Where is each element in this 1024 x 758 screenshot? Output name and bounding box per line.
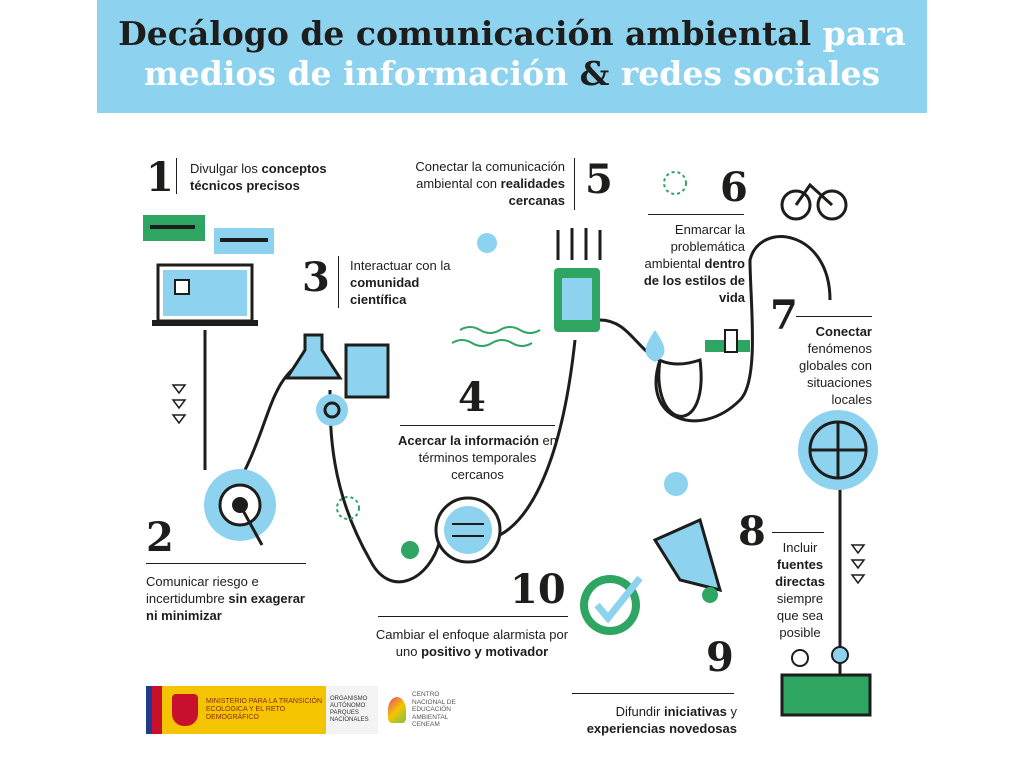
item-9-number: 9 [706, 634, 734, 681]
gear-icon [316, 394, 348, 426]
item-4-number: 4 [458, 374, 486, 421]
item-1-number: 1 [146, 154, 174, 201]
item-7-text: Conectar fenómenos globales con situacio… [799, 324, 872, 407]
item-7-number: 7 [770, 292, 798, 339]
item-8-text: Incluir fuentes directas siempre que sea… [775, 540, 825, 640]
ceneam-mark-icon [388, 697, 406, 723]
dot-decoration [663, 171, 687, 195]
item-5-text: Conectar la comunicación ambiental con r… [415, 159, 565, 208]
item-3-text: Interactuar con la comunidad científica [350, 258, 451, 307]
oapn-logo: ORGANISMO AUTÓNOMO PARQUES NACIONALES [326, 686, 378, 734]
item-3-number: 3 [302, 254, 330, 301]
item-6-text: Enmarcar la problemática ambiental dentr… [643, 222, 745, 305]
item-1-text: Divulgar los conceptos técnicos precisos [190, 161, 327, 193]
item-4-text: Acercar la información en términos tempo… [398, 433, 557, 482]
people-podium-icon [780, 646, 872, 717]
triangle-arrows-icon [171, 384, 866, 585]
item-8-number: 8 [738, 508, 766, 555]
title-line2-end: redes sociales [620, 54, 881, 93]
target-icon [204, 469, 276, 546]
dot-decoration [401, 541, 419, 559]
exchange-arrows-icon [434, 496, 502, 564]
item-5-number: 5 [585, 156, 613, 203]
ceneam-logo: CENTRO NACIONAL DE EDUCACIÓN AMBIENTAL C… [388, 691, 472, 729]
laptop-icon [152, 263, 258, 326]
institution-logos: MINISTERIO PARA LA TRANSICIÓN ECOLÓGICA … [146, 686, 472, 734]
item-6-number: 6 [720, 164, 748, 211]
item-2-number: 2 [146, 514, 174, 561]
chat-bubbles-icon [143, 215, 274, 254]
item-2-text: Comunicar riesgo e incertidumbre sin exa… [146, 574, 305, 623]
ministerio-logo: MINISTERIO PARA LA TRANSICIÓN ECOLÓGICA … [146, 686, 326, 734]
title-light: para [822, 14, 906, 53]
title-line2: medios de información [143, 54, 569, 93]
globe-icon [798, 410, 878, 490]
tap-icon [705, 329, 750, 353]
flask-icon [284, 333, 343, 380]
checkmark-icon [580, 575, 643, 635]
wave-decorations [451, 326, 541, 347]
item-9-text: Difundir iniciativas y experiencias nove… [586, 704, 737, 736]
title-banner: Decálogo de comunicación ambiental para … [97, 0, 927, 113]
megaphone-icon [652, 517, 723, 603]
coat-of-arms-icon [172, 694, 198, 726]
ampersand: & [579, 54, 610, 93]
dot-decoration [336, 496, 360, 520]
bicycle-icon [780, 182, 848, 221]
water-drop-icon [645, 330, 665, 362]
phone-icon [554, 228, 602, 332]
dot-decoration [664, 472, 688, 496]
dot-decoration [477, 233, 497, 253]
path-line [203, 235, 842, 700]
title-dark: Decálogo de comunicación ambiental [118, 14, 812, 53]
notebook-icon [344, 343, 390, 399]
item-10-number: 10 [510, 566, 566, 613]
item-10-text: Cambiar el enfoque alarmista por uno pos… [375, 627, 569, 659]
